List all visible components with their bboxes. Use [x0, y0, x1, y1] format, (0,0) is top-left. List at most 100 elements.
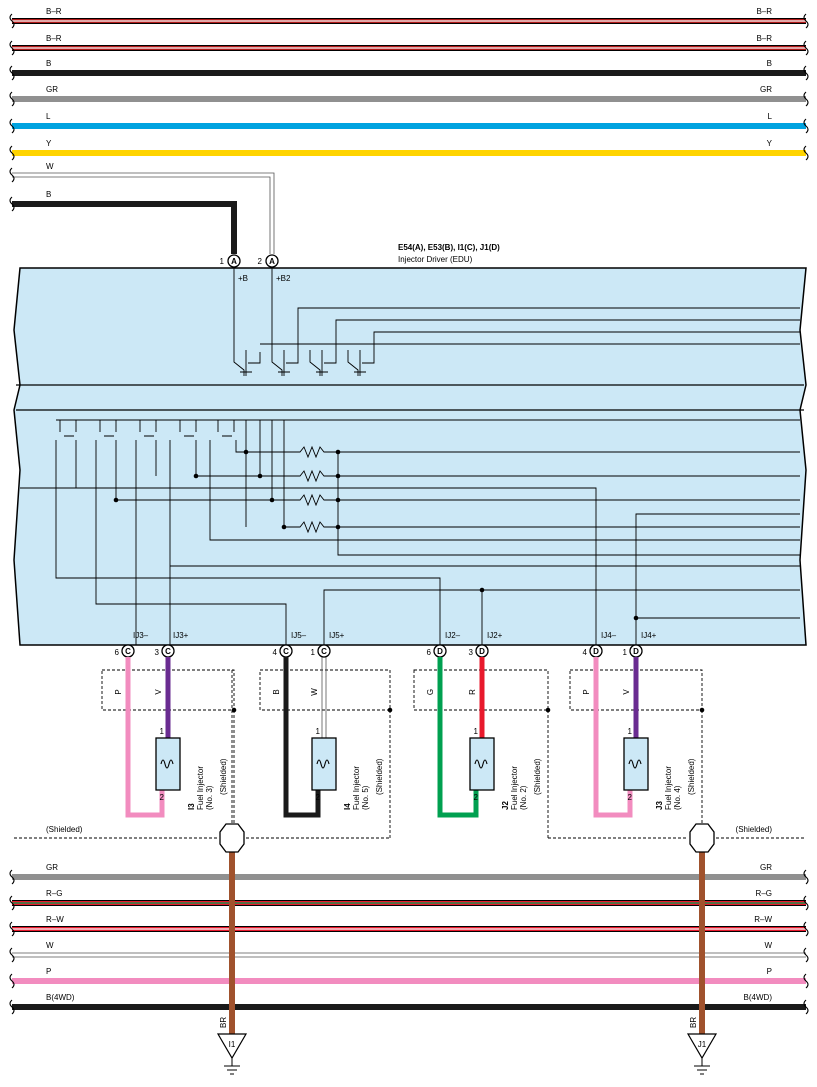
top-wire-4-label-right: L — [768, 112, 773, 121]
bottom-wire-5-label-right: B(4WD) — [744, 993, 773, 1002]
edu-bottom-pin-5-label: IJ2+ — [487, 631, 503, 640]
injector-pin2: 2 — [160, 793, 165, 802]
top-wire-5-break-left — [9, 145, 15, 161]
edu-junction-3 — [281, 524, 287, 530]
edu-bottom-pin-6-letter: D — [593, 647, 599, 656]
injector-pin1: 1 — [474, 727, 479, 736]
coil-icon — [316, 759, 330, 769]
ground-triangle — [686, 1033, 718, 1060]
bottom-wire-1-label-left: R–G — [46, 889, 62, 898]
injector-name: Fuel Injector — [196, 766, 205, 810]
edu-body — [13, 267, 807, 646]
edu-title: E54(A), E53(B), I1(C), J1(D) — [398, 243, 500, 252]
edu-upper-circuit — [233, 267, 800, 376]
bottom-wire-2-break-left — [9, 921, 15, 937]
edu-bottom-pin-5-num: 3 — [469, 648, 474, 657]
injector-id: J2 — [501, 801, 510, 810]
top-wire-3-label-left: GR — [46, 85, 58, 94]
injector-body — [469, 737, 495, 791]
feed-b-label: B — [46, 190, 51, 199]
edu-top-pin-0-label: +B — [238, 274, 248, 283]
wire-positive-code: V — [154, 689, 163, 695]
injector-shield-label: (Shielded) — [687, 758, 696, 795]
edu-bottom-pin-4-label: IJ2– — [445, 631, 461, 640]
top-wire-4-break-left — [9, 118, 15, 134]
bottom-wire-4-label-left: P — [46, 967, 51, 976]
injector-shield-label: (Shielded) — [533, 758, 542, 795]
edu-top-pin-1-label: +B2 — [276, 274, 291, 283]
edu-bottom-pin-6-num: 4 — [583, 648, 588, 657]
injector-pin2: 2 — [316, 793, 321, 802]
top-wire-0-break-left — [9, 13, 15, 29]
edu-junction-0 — [243, 449, 249, 455]
injector-name: Fuel Injector — [510, 766, 519, 810]
top-wire-1-label-right: B–R — [756, 34, 772, 43]
bottom-wire-5-break-right — [803, 999, 809, 1015]
wire-negative — [437, 657, 479, 818]
injector-body — [623, 737, 649, 791]
top-wire-1-break-left — [9, 40, 15, 56]
edu-bottom-pin-7-letter: D — [633, 647, 639, 656]
top-wire-2-label-left: B — [46, 59, 51, 68]
edu-bottom-pin-1-num: 3 — [155, 648, 160, 657]
bottom-wire-4-label-right: P — [767, 967, 772, 976]
injector-id: I3 — [187, 803, 196, 810]
bottom-wire-1-break-left — [9, 895, 15, 911]
edu-bottom-pin-1-label: IJ3+ — [173, 631, 189, 640]
edu-bottom-pin-3-circle — [317, 644, 331, 658]
feed-w-edge-b — [12, 172, 275, 254]
edu-junction-1 — [257, 473, 263, 479]
bottom-wire-5-label-left: B(4WD) — [46, 993, 75, 1002]
edu-junction-11 — [633, 615, 639, 621]
edu-bottom-pin-2-letter: C — [283, 647, 289, 656]
injector-body — [311, 737, 337, 791]
bottom-wire-3-break-right — [803, 947, 809, 963]
shield-bus: (Shielded) (Shielded) — [14, 670, 806, 839]
bottom-wire-0-label-left: GR — [46, 863, 58, 872]
edu-top-pin-0-letter: A — [231, 257, 237, 266]
edu-bottom-pin-5-letter: D — [479, 647, 485, 656]
bottom-wire-4-break-left — [9, 973, 15, 989]
top-wire-3-break-right — [803, 91, 809, 107]
shield-label-left: (Shielded) — [46, 825, 83, 834]
bottom-wire-2-break-right — [803, 921, 809, 937]
injector-number: (No. 5) — [361, 785, 370, 810]
injector-number: (No. 3) — [205, 785, 214, 810]
edu-junction-9 — [113, 497, 119, 503]
top-wire-5-label-left: Y — [46, 139, 52, 148]
top-wire-1-label-left: B–R — [46, 34, 62, 43]
injector-id: J3 — [655, 801, 664, 810]
edu-bottom-pin-3-num: 1 — [311, 648, 316, 657]
ground-wire-code: BR — [689, 1017, 698, 1028]
shield-label-right: (Shielded) — [736, 825, 773, 834]
feed-w-break — [9, 167, 15, 183]
top-wire-2-break-left — [9, 65, 15, 81]
bottom-wire-2-label-left: R–W — [46, 915, 64, 924]
injector-pin1: 1 — [316, 727, 321, 736]
splice-node — [219, 823, 245, 853]
top-wire-5-label-right: Y — [767, 139, 773, 148]
ground-symbol-icon — [694, 1058, 710, 1075]
bottom-wire-0-break-right — [803, 869, 809, 885]
coil-icon — [160, 759, 174, 769]
edu-junction-4 — [335, 449, 341, 455]
edu-junction-7 — [335, 524, 341, 530]
bottom-wire-2-label-right: R–W — [754, 915, 772, 924]
edu-bottom-pin-7-num: 1 — [623, 648, 628, 657]
bottom-wire-3-label-right: W — [764, 941, 772, 950]
bottom-wire-5-break-left — [9, 999, 15, 1015]
bottom-wire-0-label-right: GR — [760, 863, 772, 872]
ground-triangle — [216, 1033, 248, 1060]
injector-shield-label: (Shielded) — [219, 758, 228, 795]
bottom-wire-0-break-left — [9, 869, 15, 885]
edu-bottom-pin-3-letter: C — [321, 647, 327, 656]
top-wire-1-break-right — [803, 40, 809, 56]
injector-number: (No. 4) — [673, 785, 682, 810]
splice-node — [689, 823, 715, 853]
top-wire-5-break-right — [803, 145, 809, 161]
